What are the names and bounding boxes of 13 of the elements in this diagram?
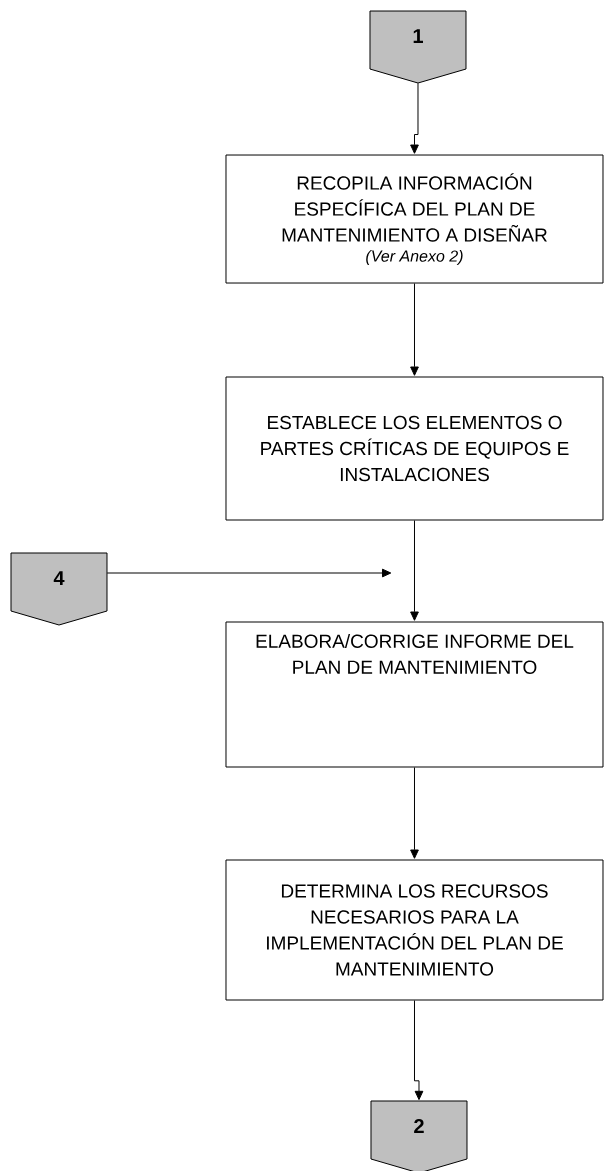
arrow: [410, 520, 419, 621]
process-box: ELABORA/CORRIGE INFORME DEL PLAN DE MANTENIMIENTO: [225, 621, 604, 768]
arrow: [410, 283, 419, 376]
process-box: RECOPILA INFORMACIÓN ESPECÍFICA DEL PLAN DE MANTENIMIENTO A DISEÑAR (Ver Anexo 2): [225, 154, 604, 284]
off-page-connector: 4: [10, 552, 108, 626]
process-box: ESTABLECE LOS ELEMENTOS O PARTES CRÍTICAS DE EQUIPOS E INSTALACIONES: [225, 376, 604, 521]
off-page-connector: 2: [370, 1100, 468, 1171]
arrow: [106, 568, 392, 578]
arrow: [410, 82, 419, 154]
off-page-connector: 1: [369, 10, 467, 84]
arrow: [410, 767, 419, 859]
arrow: [414, 1000, 424, 1101]
process-box: DETERMINA LOS RECURSOS NECESARIOS PARA LA IMPLEMENTACIÓN DEL PLAN DE MANTENIMIENTO: [225, 859, 604, 1001]
